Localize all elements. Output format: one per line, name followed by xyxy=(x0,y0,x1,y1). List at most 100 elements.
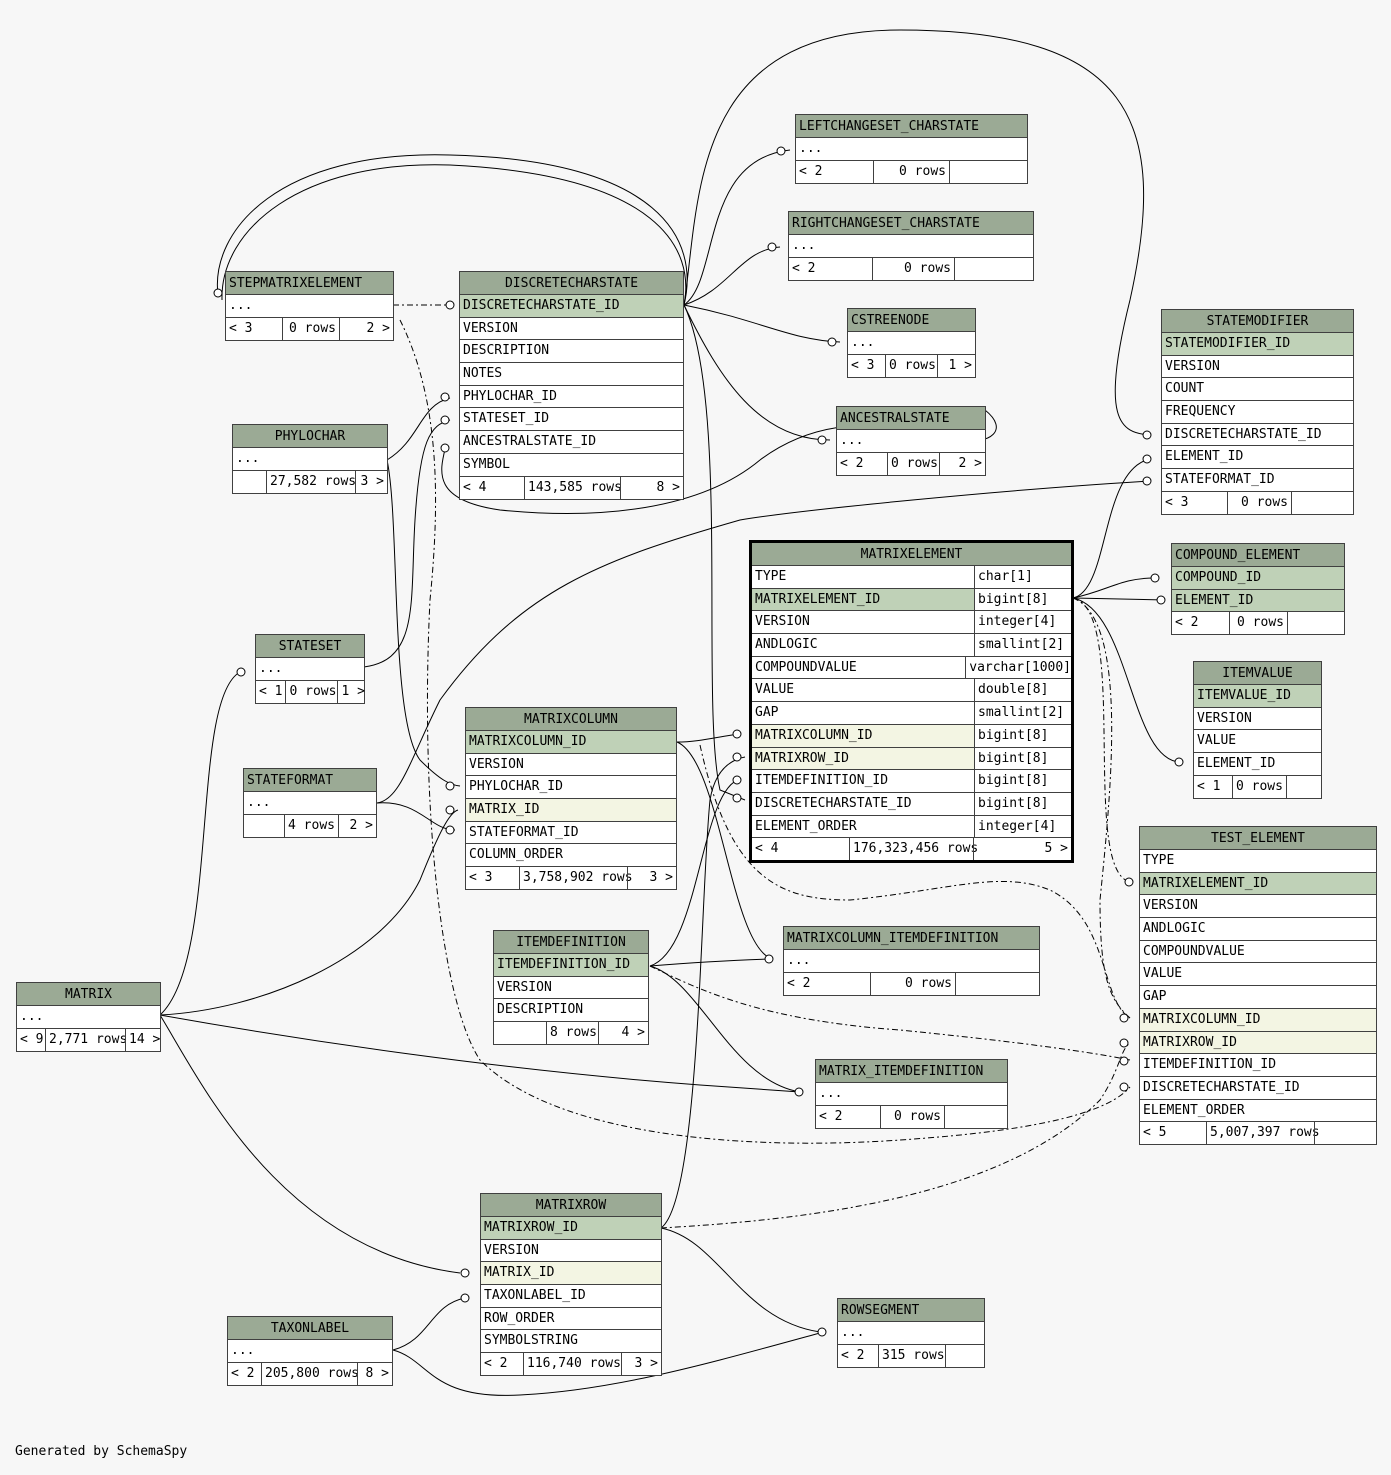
table-footer: < 4 143,585 rows 8 > xyxy=(460,476,683,499)
table-itemdefinition[interactable]: ITEMDEFINITION ITEMDEFINITION_ID VERSION… xyxy=(493,930,649,1046)
column-itemvalue-id: ITEMVALUE_ID xyxy=(1197,688,1291,703)
column-version: VERSION xyxy=(497,979,552,995)
row-count: 27,582 rows xyxy=(266,470,356,493)
column-name: ITEMDEFINITION_ID xyxy=(755,773,889,789)
table-matrix-itemdefinition[interactable]: MATRIX_ITEMDEFINITION ... < 2 0 rows xyxy=(815,1059,1008,1129)
table-header: TEST_ELEMENT xyxy=(1140,827,1376,850)
table-footer: < 2 0 rows xyxy=(1172,612,1344,635)
column-compoundvalue: COMPOUNDVALUE xyxy=(1143,943,1245,959)
parent-count: < 2 xyxy=(841,1347,865,1363)
table-stateset[interactable]: STATESET ... < 1 0 rows 1 > xyxy=(255,634,365,704)
column-matrixrow-id: MATRIXROW_ID xyxy=(484,1220,578,1235)
table-footer: < 3 0 rows 2 > xyxy=(226,317,393,340)
child-count: 4 > xyxy=(598,1022,648,1045)
table-taxonlabel[interactable]: TAXONLABEL ... < 2 205,800 rows 8 > xyxy=(227,1316,393,1386)
column-type: integer[4] xyxy=(974,815,1071,838)
rel-matrixcolumn-matrixelement xyxy=(676,733,741,743)
rel-stepmatrixelement-discretecharstate-2 xyxy=(221,164,687,306)
column-statemodifier-id: STATEMODIFIER_ID xyxy=(1165,336,1291,351)
table-stateformat[interactable]: STATEFORMAT ... 4 rows 2 > xyxy=(243,768,377,838)
table-matrix[interactable]: MATRIX ... < 9 2,771 rows 14 > xyxy=(16,982,161,1052)
rel-dcs-leftchangeset xyxy=(683,149,791,306)
table-header: RIGHTCHANGESET_CHARSTATE xyxy=(789,212,1033,235)
parent-count: < 2 xyxy=(819,1108,843,1124)
table-header: DISCRETECHARSTATE xyxy=(460,272,683,295)
parent-count: < 2 xyxy=(1175,615,1199,631)
column-matrixcolumn-id: MATRIXCOLUMN_ID xyxy=(1143,1011,1261,1027)
table-itemvalue[interactable]: ITEMVALUE ITEMVALUE_ID VERSION VALUE ELE… xyxy=(1193,661,1322,799)
column-type: bigint[8] xyxy=(974,747,1071,770)
column-matrixcolumn-id: MATRIXCOLUMN_ID xyxy=(469,734,587,749)
child-count: 3 > xyxy=(627,867,676,890)
table-matrixcolumn-itemdefinition[interactable]: MATRIXCOLUMN_ITEMDEFINITION ... < 2 0 ro… xyxy=(783,926,1040,996)
column-phylochar-id: PHYLOCHAR_ID xyxy=(469,779,563,795)
rel-matrixcolumn-dashed xyxy=(699,744,1131,1019)
column-element-id: ELEMENT_ID xyxy=(1197,756,1276,772)
column-value: VALUE xyxy=(1143,966,1183,982)
table-header: ANCESTRALSTATE xyxy=(837,407,985,430)
table-row: ... xyxy=(229,298,253,313)
table-footer: < 3 0 rows 1 > xyxy=(848,354,975,377)
parent-count: < 1 xyxy=(1197,778,1221,794)
column-version: VERSION xyxy=(469,756,524,772)
column-version: VERSION xyxy=(1143,898,1198,914)
rel-matrixrow-rowsegment xyxy=(660,1227,821,1333)
table-rowsegment[interactable]: ROWSEGMENT ... < 2 315 rows xyxy=(837,1298,985,1368)
table-row: ... xyxy=(787,953,811,968)
rel-statemodifier-stateformat xyxy=(376,480,1151,804)
table-rightchangeset-charstate[interactable]: RIGHTCHANGESET_CHARSTATE ... < 2 0 rows xyxy=(788,211,1034,281)
table-compound-element[interactable]: COMPOUND_ELEMENT COMPOUND_ID ELEMENT_ID … xyxy=(1171,543,1345,636)
table-footer: < 1 0 rows xyxy=(1194,775,1321,798)
table-matrixcolumn[interactable]: MATRIXCOLUMN MATRIXCOLUMN_ID VERSION PHY… xyxy=(465,707,677,891)
row-count: 176,323,456 rows xyxy=(849,838,978,861)
table-header: ITEMDEFINITION xyxy=(494,931,648,954)
table-footer: < 2 0 rows xyxy=(789,257,1033,280)
row-count: 0 rows xyxy=(1227,491,1291,514)
child-count: 3 > xyxy=(621,1353,661,1376)
rel-matrixrow-dashed xyxy=(660,1042,1131,1229)
parent-count: < 3 xyxy=(469,870,493,886)
column-matrixelement-id: MATRIXELEMENT_ID xyxy=(1143,875,1269,891)
rel-itemdefinition-matrix-itemdefinition xyxy=(649,965,801,1093)
column-name: VALUE xyxy=(755,682,795,698)
table-stepmatrixelement[interactable]: STEPMATRIXELEMENT ... < 3 0 rows 2 > xyxy=(225,271,394,341)
row-count: 0 rows xyxy=(880,1105,944,1128)
column-description: DESCRIPTION xyxy=(497,1002,584,1018)
table-footer: 8 rows 4 > xyxy=(494,1022,648,1045)
table-footer: < 2 0 rows xyxy=(796,160,1027,183)
column-itemdefinition-id: ITEMDEFINITION_ID xyxy=(1143,1057,1277,1073)
table-row: ... xyxy=(231,1343,255,1358)
row-count: 3,758,902 rows xyxy=(519,867,633,890)
table-statemodifier[interactable]: STATEMODIFIER STATEMODIFIER_ID VERSION C… xyxy=(1161,309,1354,515)
column-matrix-id: MATRIX_ID xyxy=(469,802,540,818)
table-cstreenode[interactable]: CSTREENODE ... < 3 0 rows 1 > xyxy=(847,308,976,378)
table-leftchangeset-charstate[interactable]: LEFTCHANGESET_CHARSTATE ... < 2 0 rows xyxy=(795,114,1028,184)
column-version: VERSION xyxy=(1197,710,1252,726)
column-ancestralstate-id: ANCESTRALSTATE_ID xyxy=(463,434,597,450)
table-discretecharstate[interactable]: DISCRETECHARSTATE DISCRETECHARSTATE_ID V… xyxy=(459,271,684,500)
table-row: ... xyxy=(259,661,283,676)
rel-phylochar-dcs xyxy=(386,397,451,461)
rel-phylochar-matrixcolumn xyxy=(386,459,461,787)
row-count: 205,800 rows xyxy=(261,1362,359,1385)
column-type: varchar[1000] xyxy=(965,656,1071,679)
table-test-element[interactable]: TEST_ELEMENT TYPE MATRIXELEMENT_ID VERSI… xyxy=(1139,826,1377,1146)
rel-matrixrow-matrixelement xyxy=(660,756,746,1229)
generated-by-label: Generated by SchemaSpy xyxy=(15,1444,188,1459)
rel-taxonlabel-rowsegment xyxy=(392,1332,821,1396)
table-phylochar[interactable]: PHYLOCHAR ... 27,582 rows 3 > xyxy=(232,424,388,494)
row-count: 8 rows xyxy=(546,1022,598,1045)
table-ancestralstate[interactable]: ANCESTRALSTATE ... < 2 0 rows 2 > xyxy=(836,406,986,476)
rel-itemdefinition-matrixelement xyxy=(649,778,741,967)
column-type: bigint[8] xyxy=(974,588,1071,611)
parent-count: < 1 xyxy=(259,683,283,699)
child-count: 1 > xyxy=(937,354,975,377)
child-count: 3 > xyxy=(355,470,387,493)
table-matrixrow[interactable]: MATRIXROW MATRIXROW_ID VERSION MATRIX_ID… xyxy=(480,1193,662,1377)
parent-count: < 4 xyxy=(755,841,779,857)
row-count: 4 rows xyxy=(284,814,338,837)
row-count: 0 rows xyxy=(885,354,937,377)
column-frequency: FREQUENCY xyxy=(1165,404,1236,420)
column-matrix-id: MATRIX_ID xyxy=(484,1265,555,1281)
